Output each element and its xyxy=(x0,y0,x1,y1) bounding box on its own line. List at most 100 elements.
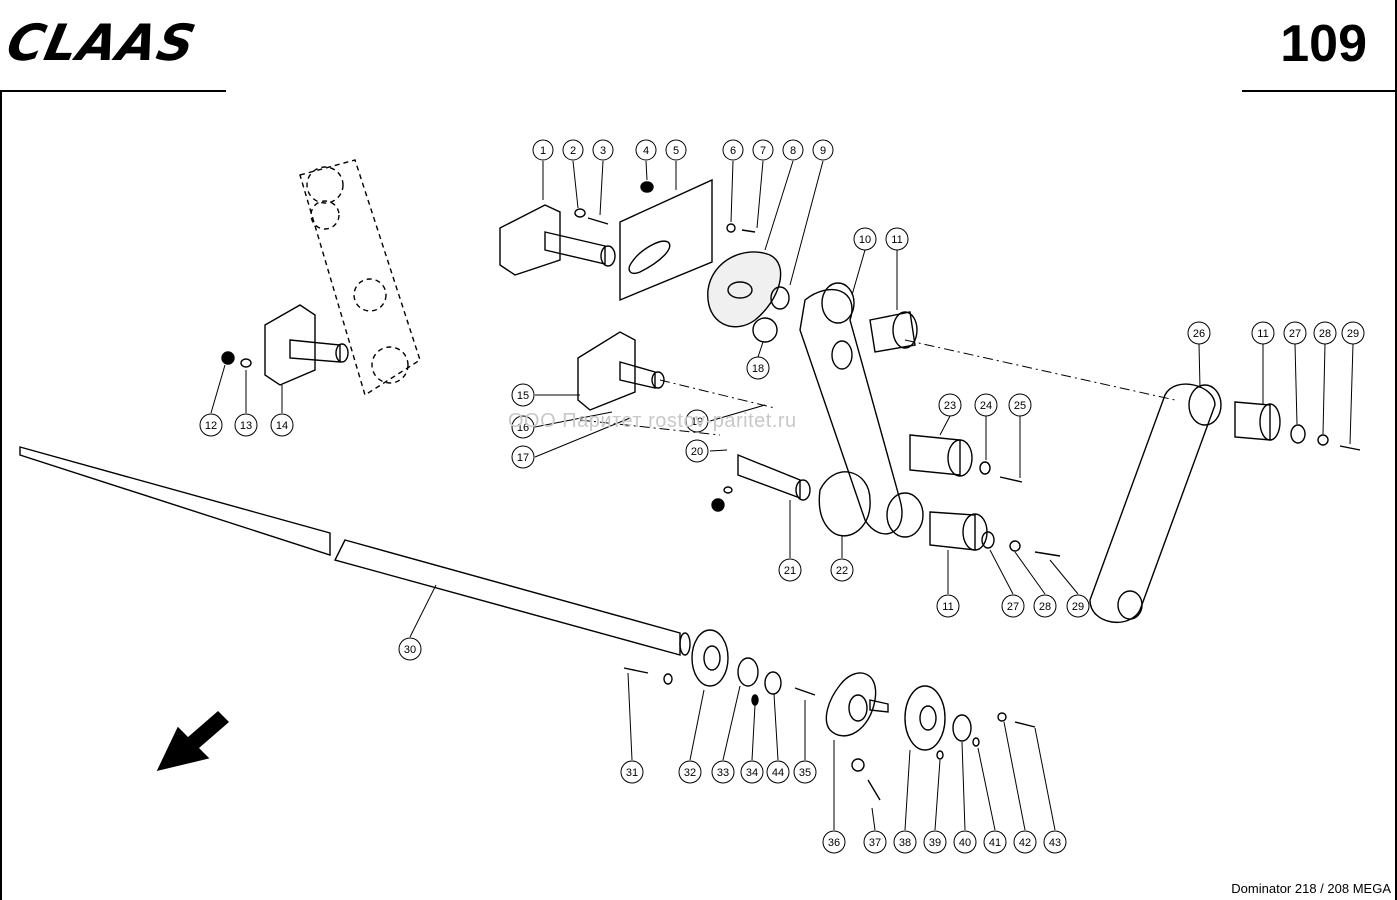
callout: 26 xyxy=(1187,321,1211,345)
callout: 27 xyxy=(1001,594,1025,618)
callout: 29 xyxy=(1341,321,1365,345)
callout: 4 xyxy=(635,139,657,161)
callout: 24 xyxy=(974,393,998,417)
bracket-15 xyxy=(577,331,811,512)
callout: 41 xyxy=(983,830,1007,854)
callout: 20 xyxy=(685,439,709,463)
callout: 32 xyxy=(678,760,702,784)
plate-14 xyxy=(221,304,349,386)
header-rule-left xyxy=(0,90,226,92)
model-caption: Dominator 218 / 208 MEGA xyxy=(1231,881,1391,896)
shaft-30 xyxy=(19,446,691,656)
svg-text:5: 5 xyxy=(673,145,679,157)
svg-text:7: 7 xyxy=(760,145,766,157)
svg-text:1: 1 xyxy=(540,145,546,157)
svg-text:37: 37 xyxy=(869,837,881,849)
callout: 11 xyxy=(936,594,960,618)
callout: 18 xyxy=(746,356,770,380)
frame-left xyxy=(0,90,2,900)
direction-arrow-icon xyxy=(156,711,230,772)
callout: 11 xyxy=(1251,321,1275,345)
callout: 43 xyxy=(1043,830,1067,854)
svg-text:21: 21 xyxy=(784,565,796,577)
callout: 16 xyxy=(511,415,535,439)
callout: 1 xyxy=(532,139,554,161)
callout: 11 xyxy=(885,227,909,251)
svg-text:29: 29 xyxy=(1072,601,1084,613)
svg-text:2: 2 xyxy=(570,145,576,157)
svg-text:15: 15 xyxy=(517,390,529,402)
page-number: 109 xyxy=(1280,15,1367,73)
svg-text:35: 35 xyxy=(799,767,811,779)
svg-text:19: 19 xyxy=(691,416,703,428)
callout: 27 xyxy=(1283,321,1307,345)
callout: 3 xyxy=(592,139,614,161)
svg-text:24: 24 xyxy=(980,400,992,412)
callout: 15 xyxy=(511,383,535,407)
svg-text:3: 3 xyxy=(600,145,606,157)
svg-text:28: 28 xyxy=(1319,328,1331,340)
lower-arm-22 xyxy=(752,282,1061,557)
callout: 36 xyxy=(822,830,846,854)
header-rule-right xyxy=(1242,90,1397,92)
disc-8 xyxy=(707,223,790,328)
callout: 28 xyxy=(1313,321,1337,345)
svg-text:30: 30 xyxy=(404,644,416,656)
callout: 31 xyxy=(620,760,644,784)
callout: 17 xyxy=(511,445,535,469)
svg-text:31: 31 xyxy=(626,767,638,779)
callout: 33 xyxy=(711,760,735,784)
callout: 35 xyxy=(793,760,817,784)
flange-38 xyxy=(904,685,1036,760)
svg-text:38: 38 xyxy=(899,837,911,849)
callout: 2 xyxy=(562,139,584,161)
callout: 34 xyxy=(740,760,764,784)
callout: 42 xyxy=(1013,830,1037,854)
callout: 30 xyxy=(398,637,422,661)
svg-text:34: 34 xyxy=(746,767,758,779)
callout: 7 xyxy=(752,139,774,161)
svg-text:27: 27 xyxy=(1289,328,1301,340)
arm-26 xyxy=(1089,383,1361,624)
callout: 21 xyxy=(778,558,802,582)
callout: 8 xyxy=(782,139,804,161)
flange-36 xyxy=(825,672,889,801)
svg-text:28: 28 xyxy=(1039,601,1051,613)
svg-text:42: 42 xyxy=(1019,837,1031,849)
svg-text:25: 25 xyxy=(1014,400,1026,412)
svg-text:36: 36 xyxy=(828,837,840,849)
svg-text:39: 39 xyxy=(929,837,941,849)
svg-text:18: 18 xyxy=(752,363,764,375)
callout: 44 xyxy=(766,760,790,784)
ghost-arm xyxy=(299,159,421,397)
svg-text:29: 29 xyxy=(1347,328,1359,340)
callout: 37 xyxy=(863,830,887,854)
svg-text:14: 14 xyxy=(276,420,288,432)
callout: 40 xyxy=(953,830,977,854)
svg-text:41: 41 xyxy=(989,837,1001,849)
svg-text:26: 26 xyxy=(1193,328,1205,340)
svg-text:12: 12 xyxy=(205,420,217,432)
svg-text:22: 22 xyxy=(836,565,848,577)
leader-lines xyxy=(210,160,1354,831)
svg-text:8: 8 xyxy=(790,145,796,157)
frame-right xyxy=(1395,0,1397,900)
callout: 23 xyxy=(938,393,962,417)
callout: 12 xyxy=(199,413,223,437)
watermark-text: ООО Паритет rostov-paritet.ru xyxy=(508,410,797,432)
callout: 13 xyxy=(234,413,258,437)
callout: 25 xyxy=(1008,393,1032,417)
callout: 5 xyxy=(665,139,687,161)
svg-text:4: 4 xyxy=(643,145,649,157)
svg-text:40: 40 xyxy=(959,837,971,849)
callout: 22 xyxy=(830,558,854,582)
callout: 29 xyxy=(1066,594,1090,618)
svg-text:17: 17 xyxy=(517,452,529,464)
svg-text:9: 9 xyxy=(820,145,826,157)
callout: 9 xyxy=(812,139,834,161)
svg-text:16: 16 xyxy=(517,422,529,434)
callout: 10 xyxy=(853,227,877,251)
svg-text:23: 23 xyxy=(944,400,956,412)
